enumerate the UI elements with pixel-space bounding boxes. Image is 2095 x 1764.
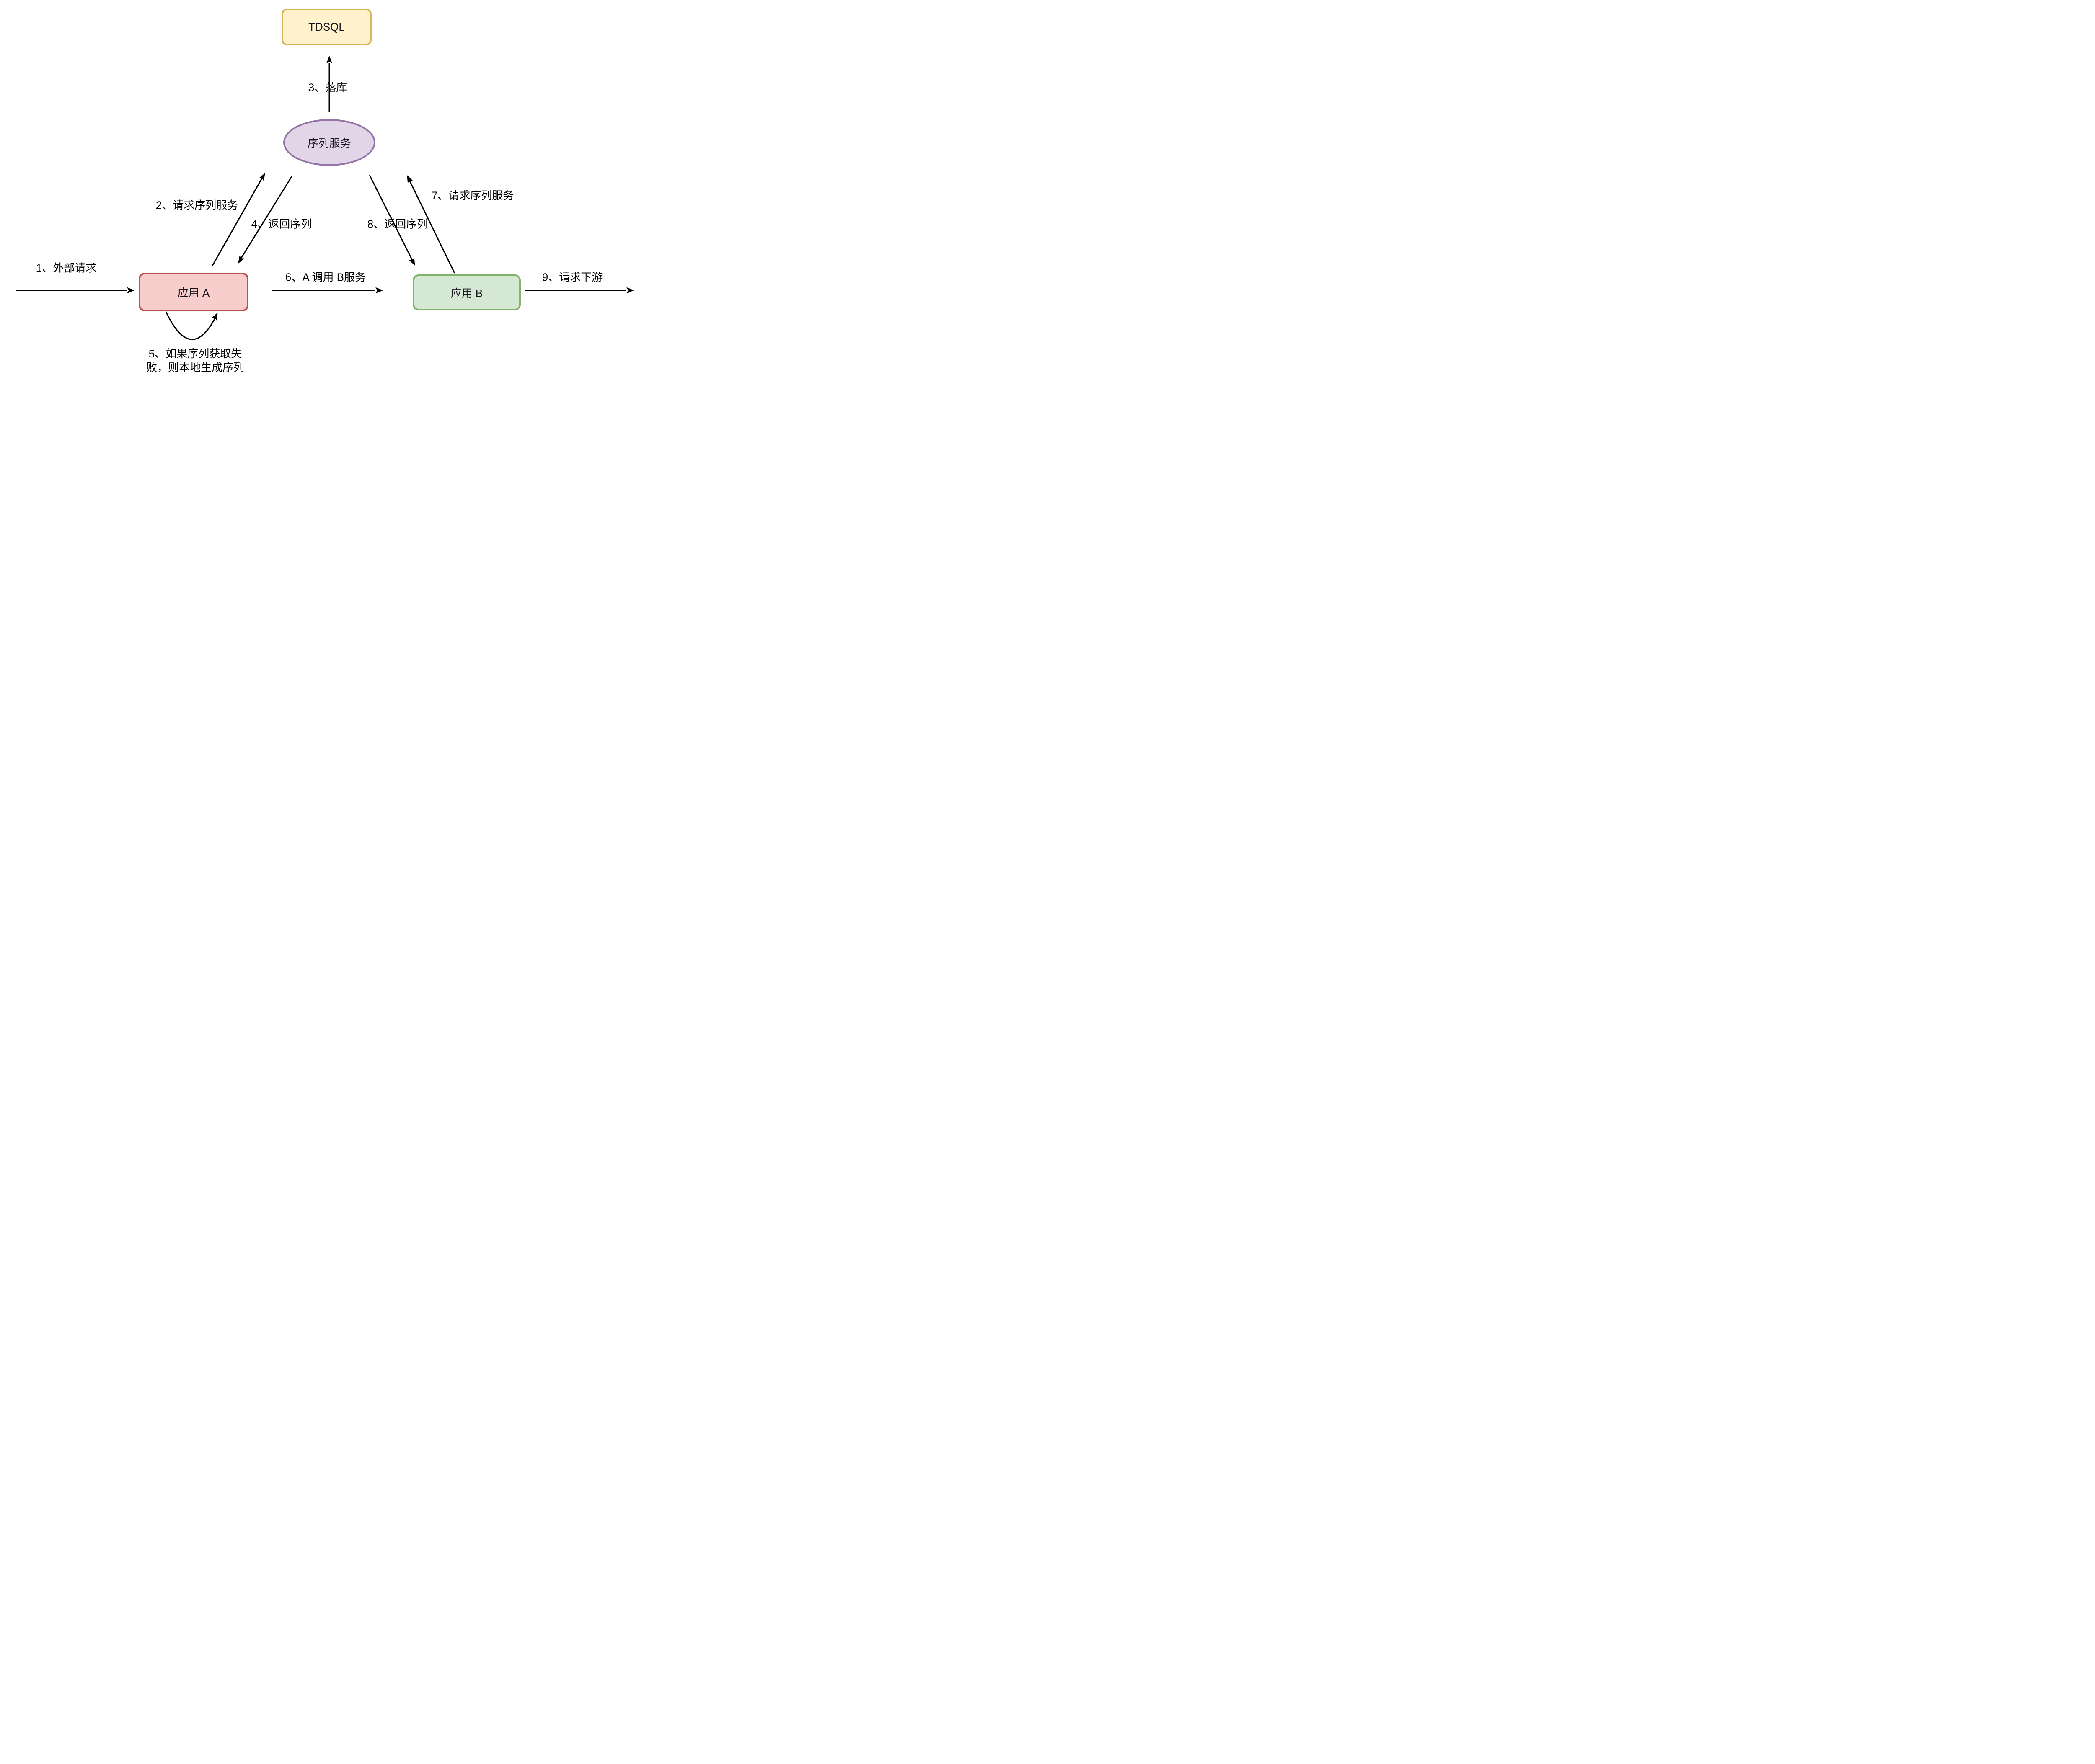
node-sequence-service-label: 序列服务: [307, 137, 351, 150]
node-app-b-label: 应用 B: [450, 287, 483, 300]
edge-label-2-request-sequence-service: 2、请求序列服务: [155, 199, 238, 212]
arrow-4-head: [238, 256, 244, 264]
edge-label-9-request-downstream: 9、请求下游: [542, 271, 603, 284]
arrow-8-return-sequence: [369, 175, 415, 266]
arrow-3-write-db: [326, 56, 332, 112]
arrow-9-head: [626, 287, 634, 293]
edge-label-7-request-sequence-service: 7、请求序列服务: [431, 189, 514, 202]
arrow-2-head: [259, 173, 265, 181]
node-sequence-service: 序列服务: [283, 119, 375, 166]
node-tdsql-label: TDSQL: [308, 21, 345, 33]
edge-label-3-write-db: 3、落库: [308, 81, 347, 94]
edge-label-5-local-fallback: 5、如果序列获取失 败，则本地生成序列: [146, 347, 244, 375]
edge-label-5-line1: 5、如果序列获取失: [148, 347, 242, 360]
arrow-4-line: [240, 176, 293, 259]
arrow-1-head: [127, 287, 134, 293]
arrow-7-line: [409, 181, 455, 274]
arrow-2-request-sequence-service: [212, 173, 265, 266]
arrow-6-head: [375, 287, 383, 293]
arrow-8-line: [369, 175, 413, 261]
arrow-8-head: [409, 258, 415, 266]
arrow-6-a-calls-b: [272, 287, 383, 293]
node-app-a: 应用 A: [139, 273, 248, 311]
edge-label-4-return-sequence: 4、返回序列: [251, 217, 312, 230]
arrow-5-curve: [165, 311, 217, 340]
node-tdsql: TDSQL: [282, 9, 372, 45]
diagram-canvas: TDSQL 序列服务 应用 A 应用 B 1、外部请求 2、请求序列服务 3、落…: [0, 0, 648, 378]
arrow-1-external-request: [16, 287, 134, 293]
edge-label-8-return-sequence: 8、返回序列: [367, 217, 428, 230]
arrow-5-head: [212, 313, 218, 321]
arrow-4-return-sequence: [238, 176, 293, 264]
arrows-layer: [16, 56, 634, 340]
arrow-5-local-fallback-loop: [165, 311, 218, 340]
edge-label-5-line2: 败，则本地生成序列: [146, 361, 245, 374]
arrow-3-head: [326, 56, 332, 63]
arrow-2-line: [212, 177, 263, 266]
arrow-7-head: [407, 175, 413, 183]
node-app-b: 应用 B: [413, 274, 521, 310]
edge-label-6-a-calls-b: 6、A 调用 B服务: [285, 271, 366, 284]
node-app-a-label: 应用 A: [177, 286, 210, 299]
arrow-7-request-sequence-service: [407, 175, 455, 274]
arrow-9-request-downstream: [525, 287, 634, 293]
edge-label-1-external-request: 1、外部请求: [36, 261, 97, 274]
